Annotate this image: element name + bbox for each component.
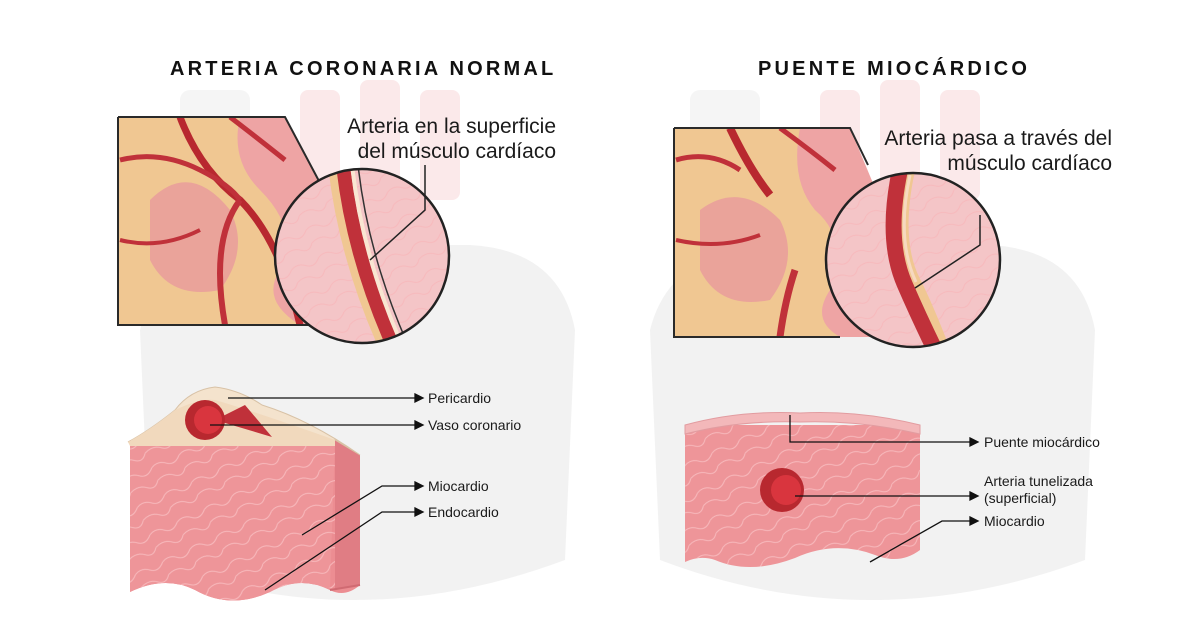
bridge-tissue-block xyxy=(684,412,921,568)
callout-line-1: Arteria pasa a través del xyxy=(884,127,1112,150)
panel-title-normal: ARTERIA CORONARIA NORMAL xyxy=(170,58,557,80)
normal-coronary-illustration xyxy=(117,116,451,601)
myocardial-bridge-illustration xyxy=(673,127,1002,568)
normal-coronary-panel: ARTERIA CORONARIA NORMAL Arteria en la s… xyxy=(117,58,557,601)
callout-tunneled-artery: Arteria pasa a través del músculo cardía… xyxy=(884,126,1112,176)
normal-tissue-block xyxy=(127,386,361,601)
myocardial-bridge-panel: PUENTE MIOCÁRDICO Arteria pasa a través … xyxy=(600,0,1200,644)
callout-line-2: del músculo cardíaco xyxy=(357,140,556,163)
callout-leader-line xyxy=(914,215,981,289)
label-tunneled-artery: Arteria tunelizada xyxy=(984,473,1093,489)
callout-leader-line xyxy=(369,165,426,261)
callout-line-2: músculo cardíaco xyxy=(947,152,1112,175)
callout-line-1: Arteria en la superficie xyxy=(347,115,556,138)
magnified-artery-circle xyxy=(273,167,451,345)
label-myocardium: Miocardio xyxy=(428,478,489,494)
label-pericardium: Pericardio xyxy=(428,390,492,406)
right-label-leaders xyxy=(789,415,980,563)
panel-title-bridge: PUENTE MIOCÁRDICO xyxy=(758,58,1031,80)
label-coronary-vessel: Vaso coronario xyxy=(428,417,522,433)
callout-surface-artery: Arteria en la superficie del músculo car… xyxy=(347,114,556,164)
label-myocardium: Miocardio xyxy=(984,513,1045,529)
magnified-artery-circle xyxy=(824,171,1002,349)
label-endocardium: Endocardio xyxy=(428,504,499,520)
label-myocardial-bridge: Puente miocárdico xyxy=(984,434,1100,450)
left-label-leaders xyxy=(210,392,425,591)
label-tunneled-artery-note: (superficial) xyxy=(984,490,1057,506)
